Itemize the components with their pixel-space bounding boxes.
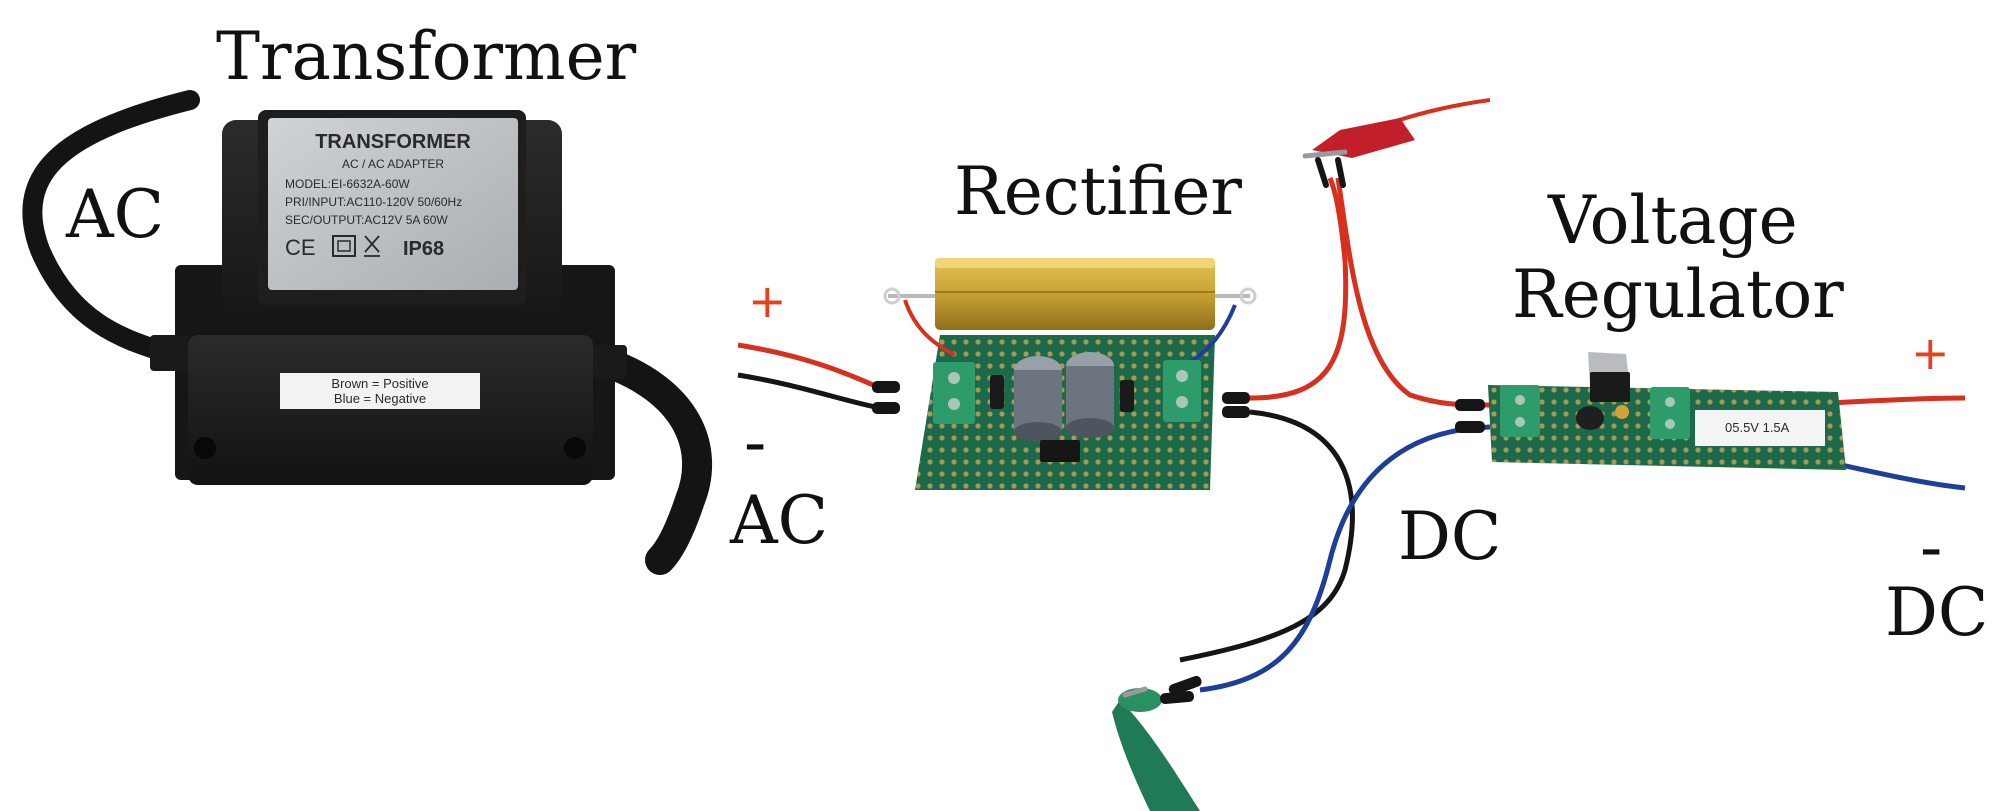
rectifier-output-terminal [1163, 360, 1201, 422]
sticker-line-1: Brown = Positive [331, 376, 428, 391]
ac-input-label: AC [66, 176, 165, 253]
ac-red-wire [737, 342, 882, 391]
ac-black-wire [737, 372, 881, 411]
plate-line-1: TRANSFORMER [315, 131, 471, 153]
dc-mid-label: DC [1398, 498, 1502, 575]
transformer-title: Transformer [216, 18, 637, 95]
ac-output-label: AC [730, 482, 829, 559]
plate-ip-rating: IP68 [403, 238, 444, 260]
sticker-line-2: Blue = Negative [334, 391, 426, 406]
plate-line-5: SEC/OUTPUT:AC12V 5A 60W [285, 213, 448, 227]
transformer: TRANSFORMER AC / AC ADAPTER MODEL:EI-663… [22, 90, 712, 575]
weee-bin-icon [364, 235, 380, 257]
green-alligator-clip [1112, 675, 1202, 811]
dc-blue-wire [1199, 424, 1491, 693]
plate-ce-mark: CE [285, 235, 316, 260]
transformer-input-cable [22, 90, 200, 365]
rectifier-input-terminal [933, 362, 975, 424]
transformer-label-plate [268, 118, 518, 290]
power-resistor [883, 258, 1257, 330]
filter-capacitors [1014, 352, 1114, 442]
transformer-output-cable [585, 345, 712, 575]
regulator-ic [1588, 352, 1630, 402]
dc-black-wire-down [1179, 409, 1355, 663]
plate-line-3: MODEL:EI-6632A-60W [285, 177, 410, 191]
plus-sign-right: + [1911, 326, 1950, 380]
rectifier-title: Rectifier [954, 153, 1242, 230]
regulator-title-line-2: Regulator [1512, 256, 1844, 333]
double-insulation-icon [332, 235, 356, 257]
regulator-title-line-1: Voltage [1548, 182, 1798, 259]
regulator-output-terminal [1650, 387, 1690, 439]
minus-sign-left: - [744, 404, 767, 481]
dc-output-label: DC [1885, 574, 1989, 651]
wire-color-sticker [280, 373, 480, 409]
regulator-sticker [1695, 410, 1825, 446]
minus-sign-right: - [1920, 509, 1943, 586]
plate-line-4: PRI/INPUT:AC110-120V 50/60Hz [285, 195, 462, 209]
regulator-board: 05.5V 1.5A [1488, 352, 1846, 470]
regulator-sticker-text: 05.5V 1.5A [1725, 420, 1790, 435]
dc-red-wire-down [1335, 177, 1491, 408]
rectifier-board [883, 258, 1257, 490]
regulator-input-terminal [1500, 385, 1540, 437]
red-alligator-clip [1302, 98, 1491, 188]
plus-sign-left: + [748, 274, 787, 328]
dc-red-wire-up [1249, 177, 1349, 401]
plate-line-2: AC / AC ADAPTER [342, 157, 444, 171]
